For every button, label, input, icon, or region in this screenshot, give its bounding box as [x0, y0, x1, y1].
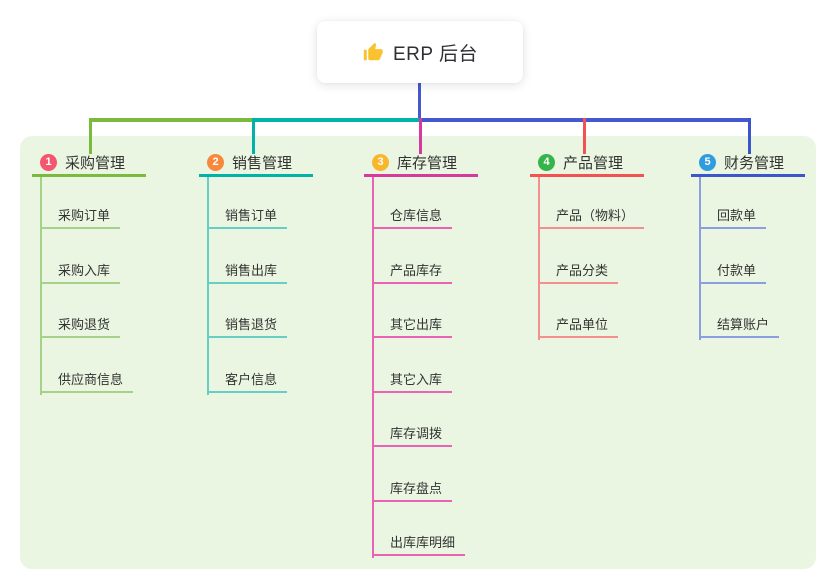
branch-drop-line — [419, 118, 422, 154]
bus-segment — [89, 118, 252, 122]
child-label: 供应商信息 — [58, 372, 124, 387]
child-label: 采购退货 — [58, 317, 111, 332]
child-node[interactable]: 销售出库 — [207, 257, 288, 284]
branch-trunk-line — [40, 177, 42, 395]
branch-drop-line — [583, 118, 586, 154]
branch-drop-line — [748, 118, 751, 154]
branches-background-panel — [20, 136, 816, 569]
child-node[interactable]: 产品（物料） — [538, 202, 645, 229]
child-node[interactable]: 供应商信息 — [40, 366, 134, 393]
branch-trunk-line — [207, 177, 209, 395]
child-label: 销售出库 — [225, 263, 278, 278]
child-node[interactable]: 采购订单 — [40, 202, 121, 229]
branch-badge: 3 — [372, 153, 389, 171]
child-label: 销售订单 — [225, 208, 278, 223]
bus-segment — [252, 118, 419, 122]
child-node[interactable]: 销售订单 — [207, 202, 288, 229]
branch-drop-line — [252, 118, 255, 154]
branch-badge: 5 — [699, 153, 716, 171]
child-node[interactable]: 其它出库 — [372, 311, 453, 338]
child-node[interactable]: 客户信息 — [207, 366, 288, 393]
branch-header-3[interactable]: 3 库存管理 — [364, 150, 478, 177]
child-node[interactable]: 采购退货 — [40, 311, 121, 338]
child-label: 其它入库 — [390, 372, 443, 387]
branch-drop-line — [89, 118, 92, 154]
child-node[interactable]: 产品库存 — [372, 257, 453, 284]
thumbs-up-icon — [363, 42, 383, 61]
child-node[interactable]: 产品单位 — [538, 311, 619, 338]
root-connector-line — [418, 83, 421, 122]
child-node[interactable]: 出库库明细 — [372, 529, 466, 556]
child-label: 产品单位 — [556, 317, 609, 332]
child-node[interactable]: 销售退货 — [207, 311, 288, 338]
branch-header-2[interactable]: 2 销售管理 — [199, 150, 313, 177]
child-label: 产品（物料） — [556, 208, 635, 223]
child-label: 仓库信息 — [390, 208, 443, 223]
child-label: 采购入库 — [58, 263, 111, 278]
branch-trunk-line — [699, 177, 701, 340]
branch-trunk-line — [538, 177, 540, 340]
child-node[interactable]: 结算账户 — [699, 311, 780, 338]
branch-label: 库存管理 — [397, 154, 458, 172]
root-title: ERP 后台 — [392, 43, 478, 65]
branch-badge: 1 — [40, 153, 57, 171]
child-label: 回款单 — [717, 208, 757, 223]
child-label: 采购订单 — [58, 208, 111, 223]
child-node[interactable]: 库存调拨 — [372, 420, 453, 447]
child-node[interactable]: 仓库信息 — [372, 202, 453, 229]
child-node[interactable]: 其它入库 — [372, 366, 453, 393]
child-label: 其它出库 — [390, 317, 443, 332]
branch-label: 财务管理 — [724, 154, 785, 172]
branch-header-4[interactable]: 4 产品管理 — [530, 150, 644, 177]
child-node[interactable]: 库存盘点 — [372, 475, 453, 502]
child-label: 库存盘点 — [390, 481, 443, 496]
child-label: 付款单 — [717, 263, 757, 278]
child-node[interactable]: 采购入库 — [40, 257, 121, 284]
branch-label: 产品管理 — [563, 154, 624, 172]
child-label: 客户信息 — [225, 372, 278, 387]
branch-trunk-line — [372, 177, 374, 558]
branch-label: 销售管理 — [232, 154, 293, 172]
child-node[interactable]: 回款单 — [699, 202, 767, 229]
child-node[interactable]: 付款单 — [699, 257, 767, 284]
child-label: 产品分类 — [556, 263, 609, 278]
branch-label: 采购管理 — [65, 154, 126, 172]
branch-badge: 2 — [207, 153, 224, 171]
child-label: 库存调拨 — [390, 426, 443, 441]
root-node[interactable]: ERP 后台 — [317, 21, 523, 83]
branch-badge: 4 — [538, 153, 555, 171]
child-label: 产品库存 — [390, 263, 443, 278]
child-label: 出库库明细 — [390, 535, 456, 550]
branch-header-1[interactable]: 1 采购管理 — [32, 150, 146, 177]
branch-header-5[interactable]: 5 财务管理 — [691, 150, 805, 177]
child-node[interactable]: 产品分类 — [538, 257, 619, 284]
child-label: 销售退货 — [225, 317, 278, 332]
child-label: 结算账户 — [717, 317, 770, 332]
